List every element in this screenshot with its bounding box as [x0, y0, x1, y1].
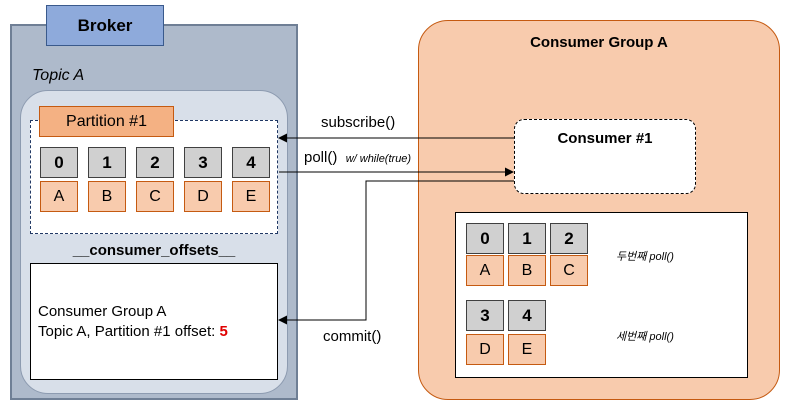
partition-offset-4: 4 — [232, 147, 270, 178]
message-text: B — [521, 261, 533, 279]
offset-text: 2 — [150, 152, 160, 172]
poll-label-text: poll() — [304, 149, 338, 166]
commit-arrow — [278, 180, 514, 325]
offset-text: 4 — [246, 152, 256, 172]
consumer-group-title: Consumer Group A — [530, 34, 668, 51]
offset-text: 3 — [198, 152, 208, 172]
partition-label: Partition #1 — [39, 106, 174, 137]
partition-label-text: Partition #1 — [66, 112, 147, 130]
poll-loop-note: w/ while(true) — [345, 153, 412, 165]
offset-text: 0 — [54, 152, 64, 172]
partition-offset-0: 0 — [40, 147, 78, 178]
consumer-offsets-entry: Topic A, Partition #1 offset: 5 — [38, 323, 228, 340]
third-poll-offset-4: 4 — [508, 300, 546, 331]
consumer-offsets-entry-text: Topic A, Partition #1 offset: — [38, 323, 220, 340]
consumer-offsets-box — [30, 263, 278, 380]
second-poll-offset-1: 1 — [508, 223, 546, 254]
second-poll-message-c: C — [550, 255, 588, 286]
message-text: C — [563, 261, 575, 279]
third-poll-offset-3: 3 — [466, 300, 504, 331]
partition-offset-2: 2 — [136, 147, 174, 178]
partition-message-b: B — [88, 181, 126, 212]
partition-offset-1: 1 — [88, 147, 126, 178]
offset-text: 3 — [480, 305, 490, 325]
broker-title-text: Broker — [77, 15, 133, 35]
offset-text: 1 — [102, 152, 112, 172]
second-poll-offset-2: 2 — [550, 223, 588, 254]
message-text: C — [149, 187, 161, 205]
offset-text: 0 — [480, 228, 490, 248]
subscribe-label: subscribe() — [321, 114, 396, 131]
message-text: A — [479, 261, 491, 279]
second-poll-label: 두번째 poll() — [616, 251, 674, 263]
second-poll-offset-0: 0 — [466, 223, 504, 254]
third-poll-message-d: D — [466, 334, 504, 365]
consumer-offsets-title: __consumer_offsets__ — [72, 242, 236, 259]
message-text: E — [521, 340, 533, 358]
committed-offset-value: 5 — [219, 323, 228, 340]
topic-label: Topic A — [32, 67, 85, 84]
message-text: D — [197, 187, 209, 205]
offset-text: 4 — [522, 305, 532, 325]
partition-message-e: E — [232, 181, 270, 212]
message-text: B — [101, 187, 113, 205]
commit-label: commit() — [323, 328, 382, 345]
second-poll-message-b: B — [508, 255, 546, 286]
partition-message-d: D — [184, 181, 222, 212]
partition-offset-3: 3 — [184, 147, 222, 178]
offset-text: 2 — [564, 228, 574, 248]
message-text: A — [53, 187, 65, 205]
third-poll-message-e: E — [508, 334, 546, 365]
poll-label: poll() w/ while(true) — [304, 149, 411, 166]
second-poll-message-a: A — [466, 255, 504, 286]
third-poll-label: 세번째 poll() — [616, 331, 674, 343]
message-text: D — [479, 340, 491, 358]
offset-text: 1 — [522, 228, 532, 248]
consumer-box — [514, 119, 696, 194]
consumer-offsets-group: Consumer Group A — [38, 303, 167, 320]
consumer-title: Consumer #1 — [557, 130, 653, 147]
partition-message-a: A — [40, 181, 78, 212]
message-text: E — [245, 187, 257, 205]
broker-title: Broker — [46, 5, 164, 46]
partition-message-c: C — [136, 181, 174, 212]
